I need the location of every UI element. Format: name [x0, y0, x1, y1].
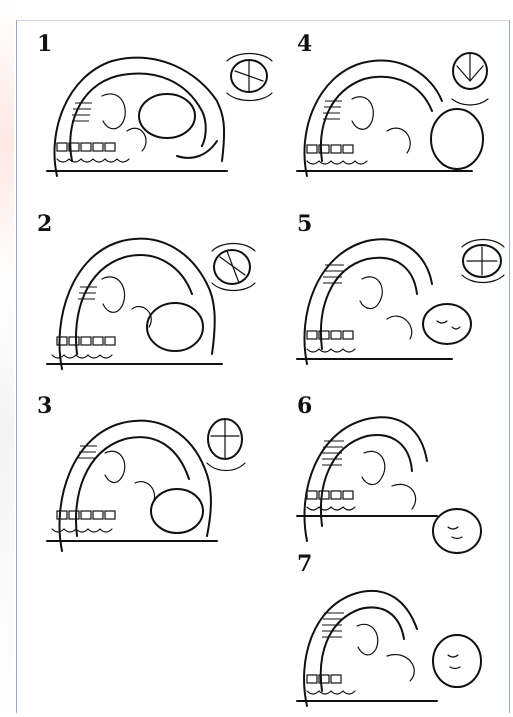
step-3-panel: 3 [17, 391, 247, 571]
step-1-panel: 1 [17, 21, 247, 201]
step-1-illustration [17, 21, 247, 201]
step-6-illustration [272, 391, 502, 571]
step-6-panel: 6 [272, 391, 502, 571]
step-5-panel: 5 [272, 209, 502, 389]
step-2-panel: 2 [17, 209, 247, 389]
step-2-illustration [17, 209, 247, 389]
step-4-panel: 4 [272, 21, 502, 201]
diagram-frame: 1 4 [16, 20, 510, 713]
step-7-panel: 7 [272, 551, 502, 716]
step-4-illustration [272, 21, 502, 201]
step-7-illustration [272, 551, 502, 716]
step-5-illustration [272, 209, 502, 389]
step-3-illustration [17, 391, 247, 571]
left-edge-strip [0, 0, 14, 717]
